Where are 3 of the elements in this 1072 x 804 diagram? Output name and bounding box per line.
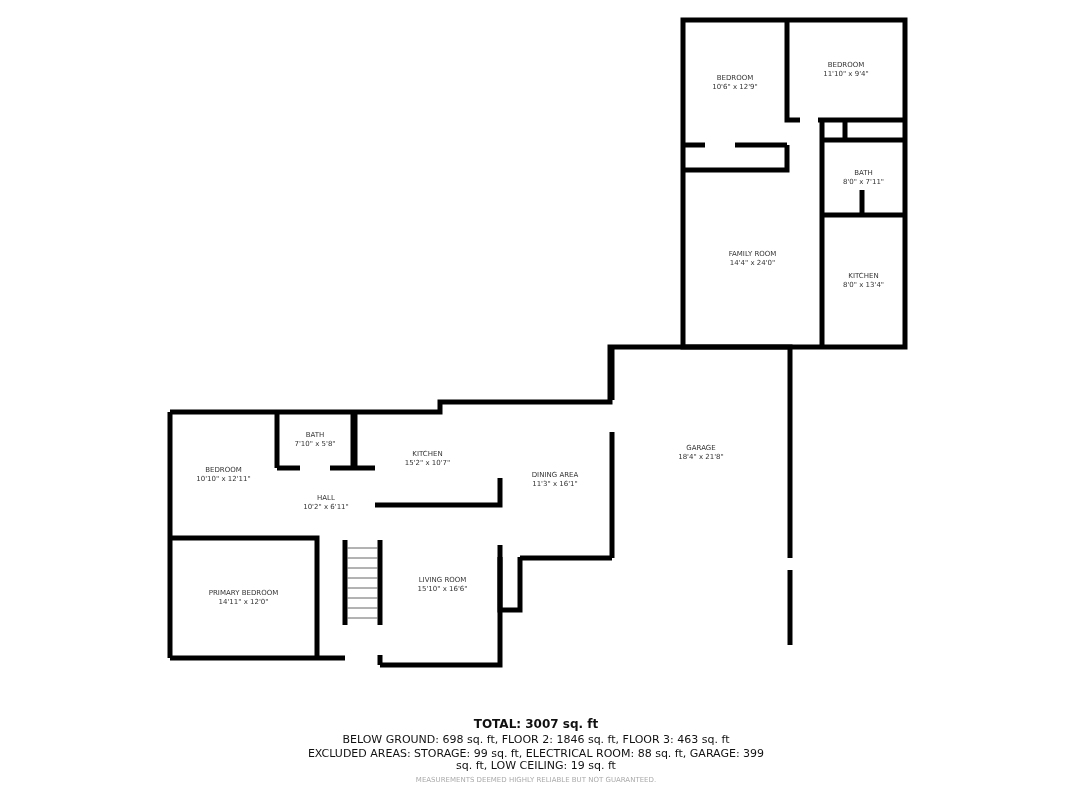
- area-breakdown: BELOW GROUND: 698 sq. ft, FLOOR 2: 1846 sq. ft, FLOOR 3: 463 sq. ft: [342, 733, 730, 746]
- area-total: TOTAL: 3007 sq. ft: [473, 717, 599, 731]
- excluded-areas-note: EXCLUDED AREAS: STORAGE: 99 sq. ft, ELECTRICAL ROOM: 88 sq. ft, GARAGE: 399 sq. ft, LOW CEILING: 19 sq. ft: [307, 747, 765, 772]
